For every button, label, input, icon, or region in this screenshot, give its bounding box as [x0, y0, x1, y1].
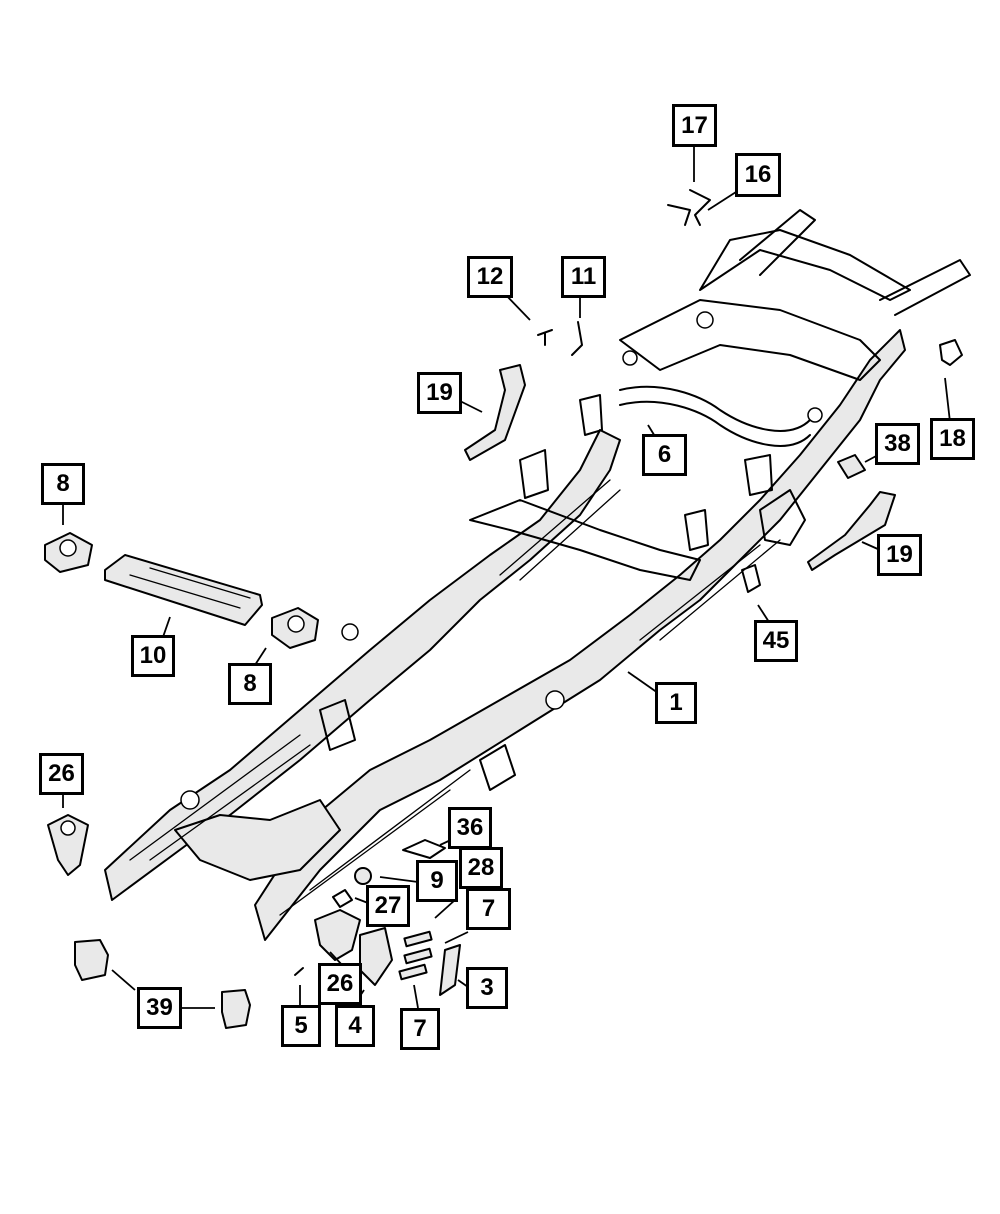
- part-12-bolt: [537, 329, 553, 346]
- part-18-bracket: [939, 339, 963, 366]
- callout-26-left: 26: [39, 753, 84, 795]
- callout-12: 12: [467, 256, 513, 298]
- callout-28: 28: [459, 847, 503, 889]
- frame-assembly: [104, 209, 971, 941]
- callout-38: 38: [875, 423, 920, 465]
- callout-36: 36: [448, 807, 492, 849]
- part-10-skid-plate: [104, 554, 263, 626]
- part-16-17-tubes: [667, 189, 711, 226]
- part-19-bracket-lower: [807, 491, 896, 571]
- callout-3: 3: [466, 967, 508, 1009]
- part-3-plate: [439, 944, 461, 996]
- part-39-bracket-left: [74, 939, 109, 981]
- callout-18: 18: [930, 418, 975, 460]
- callout-16: 16: [735, 153, 781, 197]
- leader-lines: [62, 146, 951, 1009]
- callout-11: 11: [561, 256, 606, 298]
- callout-8-upper: 8: [41, 463, 85, 505]
- callout-19-upper: 19: [417, 372, 462, 414]
- callout-45: 45: [754, 620, 798, 662]
- callout-26-right: 26: [318, 963, 362, 1005]
- part-38-bracket: [837, 454, 866, 479]
- callout-27: 27: [366, 885, 410, 927]
- part-9-bushing: [354, 867, 372, 885]
- part-4-bracket: [359, 927, 393, 986]
- callout-9: 9: [416, 860, 458, 902]
- part-27-shim: [332, 889, 353, 908]
- part-5-pin: [294, 967, 304, 976]
- callout-7-lower: 7: [400, 1008, 440, 1050]
- part-26-mount-right: [314, 909, 361, 961]
- callout-39: 39: [137, 987, 182, 1029]
- callout-19-lower: 19: [877, 534, 922, 576]
- part-11-clip: [571, 321, 583, 356]
- part-39-bracket-right: [221, 989, 251, 1029]
- part-36-bracket: [402, 839, 446, 859]
- part-19-bracket-upper: [464, 364, 526, 461]
- callout-5: 5: [281, 1005, 321, 1047]
- callout-7-upper: 7: [466, 888, 511, 930]
- part-26-mount-left: [47, 814, 89, 876]
- callout-1: 1: [655, 682, 697, 724]
- part-7-pins: [398, 930, 433, 981]
- callout-17: 17: [672, 104, 717, 147]
- callout-10: 10: [131, 635, 175, 677]
- callout-8-lower: 8: [228, 663, 272, 705]
- callout-6: 6: [642, 434, 687, 476]
- part-45-bracket: [741, 564, 761, 593]
- callout-4: 4: [335, 1005, 375, 1047]
